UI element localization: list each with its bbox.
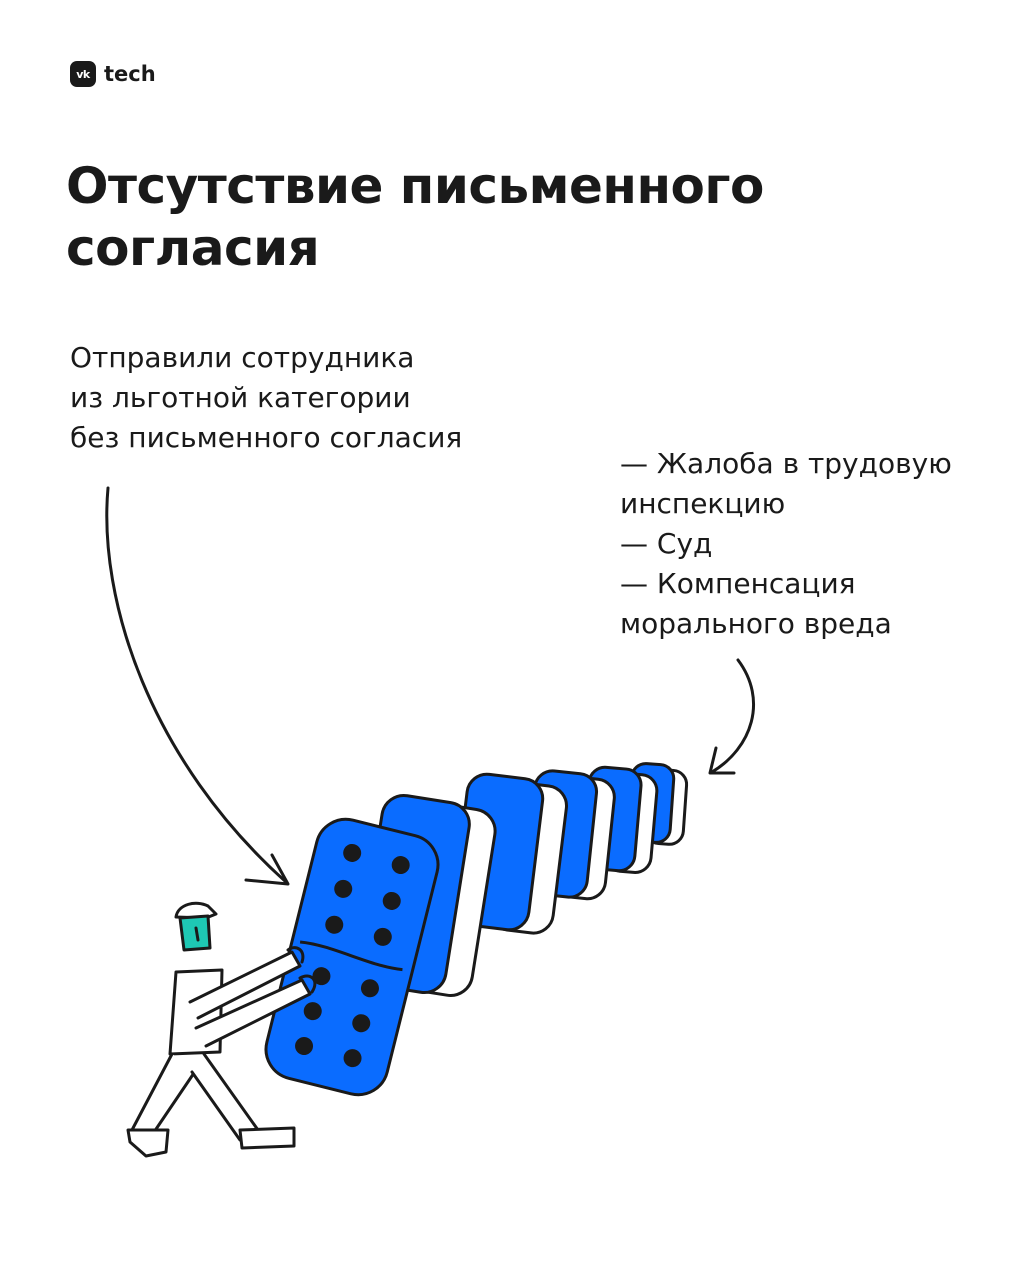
vk-logo-icon: vk: [70, 61, 96, 87]
cause-text: Отправили сотрудника из льготной категор…: [70, 341, 463, 454]
logo-text: tech: [104, 62, 156, 86]
vk-tech-logo: vk tech: [70, 61, 156, 87]
domino-icon: [264, 817, 440, 1097]
arrow-icon: [708, 658, 755, 775]
person-illustration: [126, 901, 317, 1158]
page-title: Отсутствие письменного согласия: [66, 157, 764, 277]
domino-row: [264, 762, 689, 1097]
arrow-icon: [105, 486, 290, 886]
consequences-list: — Жалоба в трудовую инспекцию — Суд — Ко…: [620, 447, 952, 640]
